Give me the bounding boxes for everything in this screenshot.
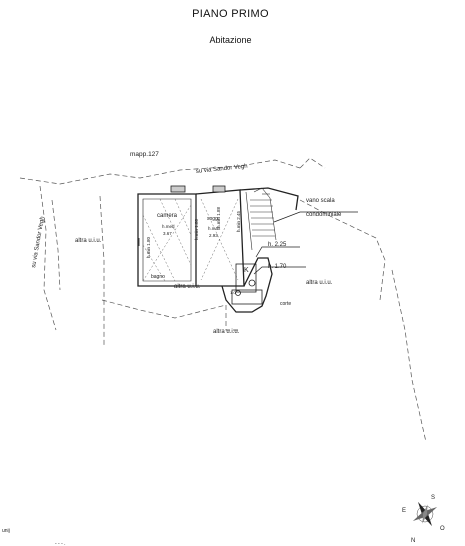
k-room: [231, 263, 263, 305]
altra-uiu-bottom: altra u.i.u.: [213, 329, 240, 335]
h-med-value: 3.67: [163, 231, 172, 236]
compass-rose: [412, 501, 438, 527]
roof-hatching: [142, 198, 239, 282]
h-min-sogg: h.min 1.88: [216, 206, 221, 228]
soggiorno-label: sogg.: [207, 216, 219, 222]
compass-e: E: [402, 508, 406, 514]
apartment-walls: [137, 187, 299, 313]
height-225-label: h. 2.25: [268, 242, 287, 248]
height-170-label: h. 1.70: [268, 264, 287, 270]
street-label-left: su via Sandor Vegh: [31, 216, 46, 268]
vano-scala-label: vano scala: [306, 198, 335, 204]
compass-n: N: [411, 538, 415, 544]
window-marks: [138, 185, 226, 246]
condominiale-label: condominiale: [306, 212, 342, 218]
leader-lines: [253, 211, 358, 275]
altra-uiu-right: altra u.i.u.: [306, 280, 333, 286]
h-min-stair: h.min 2.45: [236, 210, 241, 232]
h-min-camera: h.min 1.80: [146, 236, 151, 258]
compass-o: O: [440, 526, 445, 532]
compass-s: S: [431, 495, 435, 501]
stairs: [245, 187, 277, 251]
boundary-lines: [19, 157, 427, 443]
corte-label: corte: [280, 301, 291, 307]
bagno-label: bagno: [151, 274, 165, 280]
footer-fragment: unij: [2, 528, 10, 534]
small-dimension: 1.0: [230, 290, 236, 295]
h-med-label: h.med: [162, 224, 175, 229]
h-max-value: 2.93: [209, 233, 218, 238]
camera-label: camera: [157, 213, 178, 219]
unit-subtitle: Abitazione: [209, 35, 252, 45]
mapp-label: mapp.127: [130, 151, 159, 158]
street-label-top: su via Sandor Vegh: [196, 164, 248, 175]
k-label: K: [244, 267, 249, 274]
floor-title: PIANO PRIMO: [192, 8, 269, 20]
altra-uiu-left: altra u.i.u.: [75, 238, 102, 244]
altra-uiu-center: altra u.i.u.: [174, 284, 201, 290]
h-max-label: h.max: [208, 226, 221, 231]
h-min-mid: h.min 1.88: [194, 218, 199, 240]
footer-dashes: - - - .: [55, 541, 66, 546]
